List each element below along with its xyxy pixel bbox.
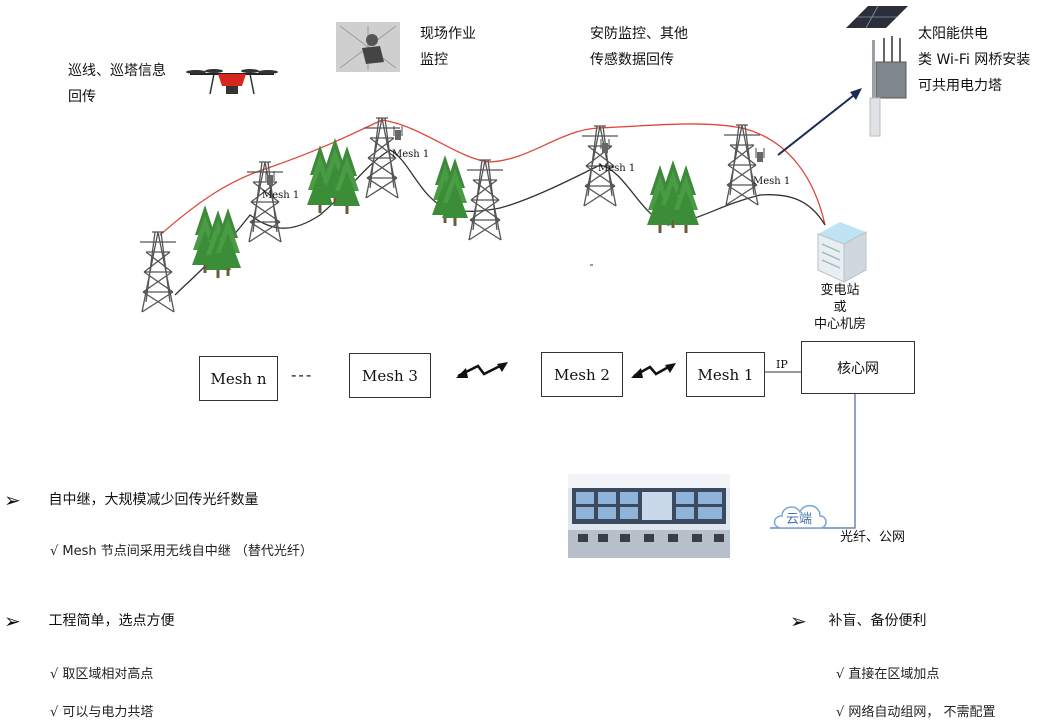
control-room-photo bbox=[568, 474, 730, 558]
drone-label-line: 巡线、巡塔信息 bbox=[68, 63, 166, 79]
mesh-node-3: Mesh 3 bbox=[349, 353, 431, 398]
wireless-link-icon bbox=[631, 363, 676, 378]
core-network-label: 核心网 bbox=[837, 360, 879, 377]
tower-tag: Mesh 1 bbox=[598, 163, 636, 174]
solar-label-line: 类 Wi-Fi 网桥安装 bbox=[918, 52, 1031, 68]
point-3-item: √ 直接在区域加点 bbox=[836, 667, 940, 682]
mesh-node-label: Mesh 2 bbox=[554, 365, 610, 384]
wireless-link-icon bbox=[456, 362, 508, 378]
substation-label-line: 中心机房 bbox=[813, 317, 866, 332]
mesh-node-1: Mesh 1 bbox=[686, 352, 765, 397]
security-label: 安防监控、其他 传感数据回传 bbox=[590, 21, 688, 73]
cloud-label: 云端 bbox=[786, 512, 813, 527]
security-label-line: 传感数据回传 bbox=[590, 52, 674, 68]
core-network-box: 核心网 bbox=[801, 341, 915, 394]
mesh-node-2: Mesh 2 bbox=[541, 352, 623, 397]
tower-tag: Mesh 1 bbox=[262, 190, 300, 201]
arrowhead-icon: ➢ bbox=[790, 609, 807, 633]
mesh-node-n: Mesh n bbox=[199, 356, 278, 401]
solar-label-line: 可共用电力塔 bbox=[918, 78, 1002, 94]
field-label-line: 现场作业 bbox=[420, 26, 476, 42]
arrowhead-icon: ➢ bbox=[4, 488, 21, 512]
solar-label: 太阳能供电 类 Wi-Fi 网桥安装 可共用电力塔 bbox=[918, 21, 1030, 99]
security-label-line: 安防监控、其他 bbox=[590, 26, 688, 42]
field-label-line: 监控 bbox=[420, 52, 448, 68]
ip-label: IP bbox=[776, 358, 788, 371]
point-2-item: √ 可以与电力共塔 bbox=[50, 705, 154, 720]
worker-photo bbox=[336, 22, 400, 72]
substation-link bbox=[0, 0, 1040, 340]
solar-label-line: 太阳能供电 bbox=[918, 26, 988, 42]
substation-label-line: 或 bbox=[833, 300, 847, 315]
drone-label-line: 回传 bbox=[68, 89, 96, 105]
mesh-node-label: Mesh 1 bbox=[697, 365, 754, 384]
chain-dashes: --- bbox=[291, 365, 314, 384]
solar-panel-icon bbox=[846, 5, 908, 29]
tower-tag: Mesh 1 bbox=[753, 176, 791, 187]
point-title: 补盲、备份便利 bbox=[828, 613, 927, 629]
field-label: 现场作业 监控 bbox=[420, 21, 476, 73]
substation-label-line: 变电站 bbox=[820, 283, 860, 298]
server-building-icon bbox=[817, 222, 867, 283]
substation-label: 变电站 或 中心机房 bbox=[800, 282, 880, 333]
point-2-item: √ 取区域相对高点 bbox=[50, 667, 154, 682]
fiber-label: 光纤、公网 bbox=[840, 530, 906, 545]
point-3: ➢ 补盲、备份便利 bbox=[790, 611, 926, 631]
point-1-item: √ Mesh 节点间采用无线自中继 （替代光纤） bbox=[50, 544, 313, 559]
point-1: ➢ 自中继，大规模减少回传光纤数量 bbox=[4, 490, 258, 510]
bridge-device-icon bbox=[869, 36, 907, 137]
point-title: 自中继，大规模减少回传光纤数量 bbox=[48, 492, 259, 508]
mesh-node-label: Mesh 3 bbox=[362, 366, 418, 385]
cloud-icon bbox=[773, 504, 827, 529]
point-3-item: √ 网络自动组网， 不需配置 bbox=[836, 705, 996, 720]
point-2: ➢ 工程简单，选点方便 bbox=[4, 611, 174, 631]
arrowhead-icon: ➢ bbox=[4, 609, 21, 633]
tower-tag: Mesh 1 bbox=[392, 149, 430, 160]
power-line-scene bbox=[139, 5, 908, 313]
mesh-node-label: Mesh n bbox=[210, 369, 267, 388]
drone-label: 巡线、巡塔信息 回传 bbox=[68, 58, 166, 110]
drone-icon bbox=[186, 69, 278, 95]
point-title: 工程简单，选点方便 bbox=[48, 613, 175, 629]
